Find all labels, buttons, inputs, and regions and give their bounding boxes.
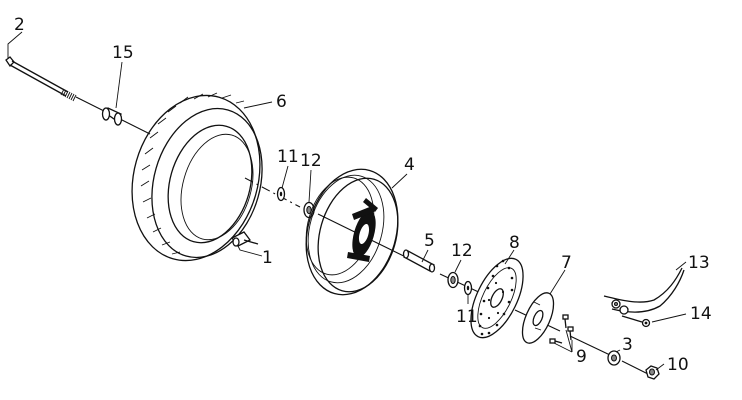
leader-lines: [7, 31, 687, 371]
callout-2: 2: [14, 15, 25, 35]
washer-upper: [276, 186, 286, 202]
callout-11: 11: [456, 307, 478, 327]
valve-stem: [231, 231, 259, 247]
callout-5: 5: [424, 231, 435, 251]
washer-lower: [463, 280, 473, 296]
callout-10: 10: [667, 355, 689, 375]
tire: [131, 92, 263, 262]
callout-9: 9: [576, 347, 587, 367]
callout-1: 1: [262, 248, 273, 268]
wheel-rim: [305, 168, 399, 296]
assembly-axis: [117, 117, 649, 375]
sensor-screw: [621, 315, 651, 328]
callout-7: 7: [561, 253, 572, 273]
collar: [607, 350, 621, 366]
axle-thread: [60, 88, 77, 102]
callout-12: 12: [300, 151, 322, 171]
callout-14: 14: [690, 304, 712, 324]
callout-13: 13: [688, 253, 710, 273]
hub-sleeve: [402, 249, 436, 273]
disc-bolts: [549, 314, 574, 344]
dust-cover: [521, 292, 555, 344]
disc-bolt: [549, 338, 563, 344]
rim-hub: [347, 198, 378, 262]
callout-3: 3: [622, 335, 633, 355]
callout-8: 8: [509, 233, 520, 253]
callout-15: 15: [112, 43, 134, 63]
callout-4: 4: [404, 155, 415, 175]
axle-nut: [645, 365, 660, 380]
callout-labels: 2 15 6 11 12 4 1 5 12 8 11 7 13 14 9 3 1…: [14, 15, 712, 375]
callout-6: 6: [276, 92, 287, 112]
spacer: [101, 107, 123, 126]
callout-11: 11: [277, 147, 299, 167]
axle-bolt: [5, 56, 105, 112]
callout-12: 12: [451, 241, 473, 261]
disc-bolt: [562, 314, 569, 329]
bearing-lower: [447, 271, 459, 289]
disc-holes: [478, 259, 514, 336]
brake-disc: [470, 257, 524, 339]
tire-tread: [140, 92, 245, 255]
speed-sensor: [603, 267, 685, 315]
disc-bolt: [567, 326, 574, 341]
